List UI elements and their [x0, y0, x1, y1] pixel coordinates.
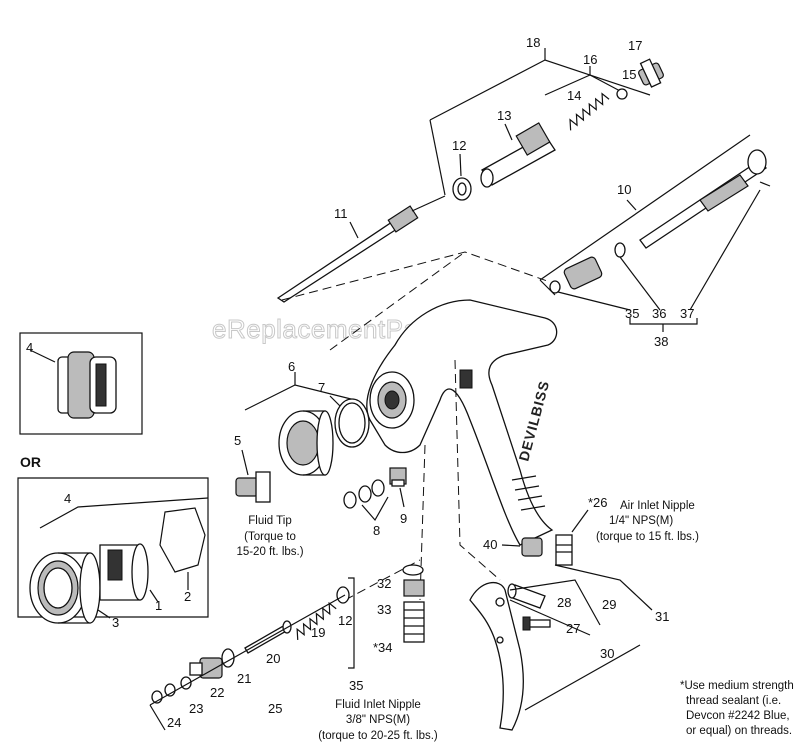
- note-line-2: thread sealant (i.e.: [686, 695, 781, 707]
- seal-set-icon: [151, 676, 192, 704]
- part-label-35: 35: [349, 678, 363, 693]
- packing-nut-icon: [389, 467, 407, 487]
- fluid-inlet-icon: [402, 564, 425, 643]
- part-label-39: 38: [654, 334, 668, 349]
- part-label-12b: 12: [338, 613, 352, 628]
- part-label-26: *26: [588, 495, 608, 510]
- trigger-icon: [469, 581, 524, 731]
- retainer-clip-icon: [159, 507, 206, 573]
- group-18: [429, 48, 651, 196]
- part-label-17: 17: [628, 38, 642, 53]
- air-cap-icon: [99, 543, 149, 601]
- part-label-36: 35: [625, 306, 639, 321]
- inset-box-bottom: [17, 477, 209, 624]
- caption-air-inlet-1: Air Inlet Nipple: [620, 500, 695, 512]
- part-label-28: 28: [557, 595, 571, 610]
- part-label-18: 18: [526, 35, 540, 50]
- part-label-10: 10: [617, 182, 631, 197]
- part-label-3: 3: [112, 615, 119, 630]
- part-label-4a: 4: [26, 340, 33, 355]
- part-label-14: 14: [567, 88, 581, 103]
- part-label-12a: 12: [452, 138, 466, 153]
- brand-text: DEVILBISS: [515, 379, 552, 463]
- part-label-33: 33: [377, 602, 391, 617]
- air-inlet-parts-icon: [521, 534, 573, 566]
- part-label-38: 37: [680, 306, 694, 321]
- part-label-40: 40: [483, 537, 497, 552]
- part-label-1: 1: [155, 598, 162, 613]
- baffle-icon: [278, 410, 334, 476]
- fluid-needle-icon: [276, 195, 446, 303]
- part-label-4b: 4: [64, 491, 71, 506]
- part-label-24: 24: [167, 715, 181, 730]
- ball-icon: [616, 88, 628, 100]
- note-line-4: or equal) on threads.: [686, 725, 792, 737]
- spring-icon: [296, 601, 337, 640]
- part-label-27: 27: [566, 621, 580, 636]
- part-label-19: 19: [311, 625, 325, 640]
- part-label-13: 13: [497, 108, 511, 123]
- part-label-9: 9: [400, 511, 407, 526]
- caption-air-inlet-2: 1/4" NPS(M): [609, 515, 673, 527]
- air-valve-rod-icon: [639, 149, 771, 249]
- part-label-5: 5: [234, 433, 241, 448]
- part-label-16: 16: [583, 52, 597, 67]
- part-label-31: 31: [655, 609, 669, 624]
- caption-fluid-tip-2: (Torque to: [244, 531, 296, 543]
- valve-assembly-icon: [549, 242, 626, 294]
- plug-icon: [638, 58, 664, 88]
- part-label-32: 32: [377, 576, 391, 591]
- packing-icon: [343, 479, 385, 509]
- part-label-23: 23: [189, 701, 203, 716]
- needle-valve-icon: [480, 122, 556, 188]
- trigger-screw-icon: [522, 616, 551, 631]
- part-label-8: 8: [373, 523, 380, 538]
- note-line-3: Devcon #2242 Blue,: [686, 710, 790, 722]
- caption-fluid-tip-3: 15-20 ft. lbs.): [236, 546, 303, 558]
- part-label-37: 36: [652, 306, 666, 321]
- or-label: OR: [20, 454, 41, 470]
- part-label-21: 21: [237, 671, 251, 686]
- valve-stem-icon: [244, 620, 292, 654]
- air-cap-icon: [29, 349, 117, 419]
- part-label-2: 2: [184, 589, 191, 604]
- trigger-stud-icon: [507, 583, 546, 609]
- part-label-11: 11: [334, 206, 348, 221]
- part-label-20: 20: [266, 651, 280, 666]
- part-label-25: 25: [268, 701, 282, 716]
- part-label-15: 15: [622, 67, 636, 82]
- washer-icon: [336, 586, 350, 604]
- spring-icon: [569, 92, 610, 131]
- part-label-7: 7: [318, 380, 325, 395]
- caption-fluid-inlet-3: (torque to 20-25 ft. lbs.): [318, 730, 438, 742]
- part-label-34: *34: [373, 640, 393, 655]
- caption-fluid-inlet-2: 3/8" NPS(M): [346, 714, 410, 726]
- caption-air-inlet-3: (torque to 15 ft. lbs.): [596, 531, 699, 543]
- inset-box-top: 4: [19, 332, 143, 435]
- note-line-1: *Use medium strength: [680, 680, 794, 692]
- retaining-ring-icon: [29, 552, 101, 624]
- fluid-tip-icon: [235, 471, 271, 503]
- part-label-30: 30: [600, 646, 614, 661]
- part-label-22: 22: [210, 685, 224, 700]
- caption-fluid-tip-1: Fluid Tip: [248, 515, 291, 527]
- part-label-6: 6: [288, 359, 295, 374]
- valve-body-icon: [189, 648, 235, 679]
- caption-fluid-inlet-1: Fluid Inlet Nipple: [335, 699, 421, 711]
- part-label-29: 29: [602, 597, 616, 612]
